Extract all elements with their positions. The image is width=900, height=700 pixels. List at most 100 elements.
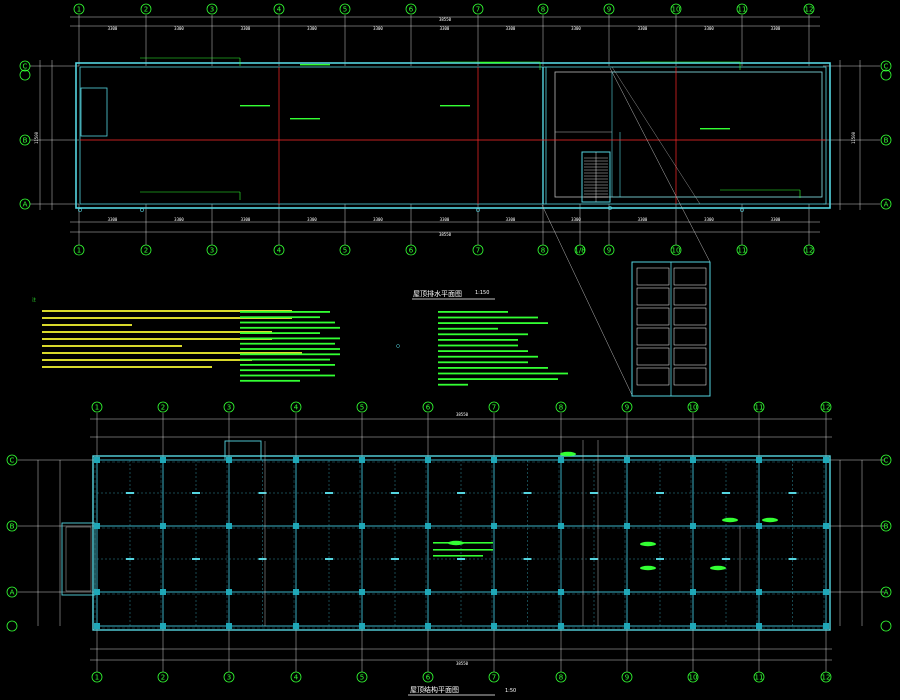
- p2-top-axis-7-circle: [488, 401, 500, 413]
- note-line-left-5: [42, 345, 182, 347]
- p1-span-bot-5: 3300: [440, 217, 450, 222]
- p2-rebar: [192, 492, 200, 494]
- p2-left-axis-0-label: C: [10, 457, 15, 465]
- p2-bottom-axis-4-circle: [290, 671, 302, 683]
- p1-right-axis-0-circle: [880, 60, 892, 72]
- p1-bottom-axis-9-label: 1/8: [574, 247, 585, 255]
- p1-bottom-axis-3-label: 3: [210, 247, 214, 255]
- p1-bottom-axis-6-circle: [405, 244, 417, 256]
- p1-right-axis-c2-circle: [880, 69, 892, 81]
- p2-note-line-1: [433, 549, 493, 551]
- stair-detail: [631, 261, 711, 397]
- p1-span-bot-6: 3300: [506, 217, 516, 222]
- p1-bottom-axis-5-label: 5: [343, 247, 347, 255]
- p2-top-axis-11-circle: [753, 401, 765, 413]
- p2-column: [756, 457, 762, 463]
- note-line-right-1: [438, 316, 538, 319]
- p2-rebar: [590, 558, 598, 560]
- p1-span-top-3: 3300: [307, 26, 317, 31]
- p1-left-axis-2-circle: [19, 198, 31, 210]
- p1-top-axis-5-circle: [339, 3, 351, 15]
- p2-column: [624, 623, 630, 629]
- p1-span-bot-8: 3300: [638, 217, 648, 222]
- p1-left-axis-0-circle: [19, 60, 31, 72]
- p2-top-axis-7-label: 7: [492, 404, 496, 412]
- p1-downpipe-4: [740, 208, 744, 212]
- p1-left-axis-0-label: C: [23, 63, 28, 71]
- p2-top-axis-4-circle: [290, 401, 302, 413]
- p2-top-axis-5-circle: [356, 401, 368, 413]
- p2-right-axis-0-label: C: [884, 457, 889, 465]
- p2-bottom-axis-12-circle: [820, 671, 832, 683]
- p2-total-top: 38550: [456, 412, 469, 417]
- p2-column: [425, 589, 431, 595]
- p1-span-top-8: 3300: [638, 26, 648, 31]
- p1-top-axis-7-label: 7: [476, 6, 480, 14]
- p1-bottom-axis-11-circle: [670, 244, 682, 256]
- p2-tag-0: [560, 451, 576, 457]
- p2-top-axis-1-label: 1: [95, 404, 99, 412]
- p1-span-top-1: 3300: [174, 26, 184, 31]
- p1-bottom-axis-12-label: 11: [738, 247, 747, 255]
- p1-top-axis-10-label: 10: [672, 6, 681, 14]
- p1-top-axis-8-circle: [537, 3, 549, 15]
- plan1-scale: 1:150: [475, 290, 489, 296]
- p2-bottom-axis-11-label: 11: [755, 674, 764, 682]
- p2-tag-5: [710, 565, 726, 571]
- p2-column: [359, 589, 365, 595]
- plan2-grid: [18, 413, 884, 672]
- p2-top-axis-11-label: 11: [755, 404, 764, 412]
- p1-bottom-axis-6-label: 6: [409, 247, 414, 255]
- note-line-mid-7: [240, 348, 340, 350]
- p1-marker-4: [300, 64, 330, 66]
- p2-bottom-axis-8-label: 8: [559, 674, 563, 682]
- p2-right-axis-1-circle: [880, 520, 892, 532]
- p1-bottom-axis-1-label: 1: [77, 247, 81, 255]
- p1-top-axis-9-label: 9: [607, 6, 611, 14]
- p2-rebar: [391, 558, 399, 560]
- note-line-right-13: [438, 383, 468, 386]
- p2-bottom-axis-7-circle: [488, 671, 500, 683]
- p1-bottom-axis-12-circle: [736, 244, 748, 256]
- note-line-mid-3: [240, 326, 340, 329]
- note-line-left-6: [42, 352, 302, 354]
- p1-top-axis-2-label: 2: [144, 6, 148, 14]
- p2-outer-slab: [92, 455, 831, 631]
- p2-column: [491, 523, 497, 529]
- p2-top-axis-9-circle: [621, 401, 633, 413]
- p2-bottom-axis-4-label: 4: [294, 674, 299, 682]
- p2-column: [293, 589, 299, 595]
- p1-span-top-0: 3300: [108, 26, 118, 31]
- note-line-right-6: [438, 344, 518, 347]
- p2-left-axis-2-label: A: [10, 589, 15, 597]
- p2-column: [226, 457, 232, 463]
- p1-top-axis-6-label: 6: [409, 6, 414, 14]
- p1-marker-0: [240, 105, 270, 107]
- p2-rebar: [788, 492, 797, 494]
- p1-span-top-10: 3300: [771, 26, 781, 31]
- p2-column: [756, 523, 762, 529]
- p2-left-axis-2-circle: [6, 586, 18, 598]
- note-line-mid-13: [240, 379, 300, 382]
- p2-right-axis-2-circle: [880, 586, 892, 598]
- p2-tag-1: [722, 517, 738, 523]
- p2-column: [160, 457, 166, 463]
- note-line-mid-6: [240, 342, 335, 345]
- p1-bottom-axis-2-circle: [140, 244, 152, 256]
- p2-column: [823, 457, 829, 463]
- p2-bottom-axis-6-circle: [422, 671, 434, 683]
- p2-tag-4: [640, 565, 656, 571]
- p2-rebar: [523, 558, 532, 560]
- note-line-right-11: [438, 372, 568, 375]
- p1-right-axis-1-circle: [880, 134, 892, 146]
- p1-marker-5: [480, 62, 510, 64]
- p2-bottom-axis-5-label: 5: [360, 674, 364, 682]
- p1-bottom-axis-10-label: 9: [607, 247, 611, 255]
- p2-top-axis-8-label: 8: [559, 404, 563, 412]
- p2-left-axis-1-circle: [6, 520, 18, 532]
- p2-rebar: [656, 558, 664, 560]
- p1-top-axis-8-label: 8: [541, 6, 545, 14]
